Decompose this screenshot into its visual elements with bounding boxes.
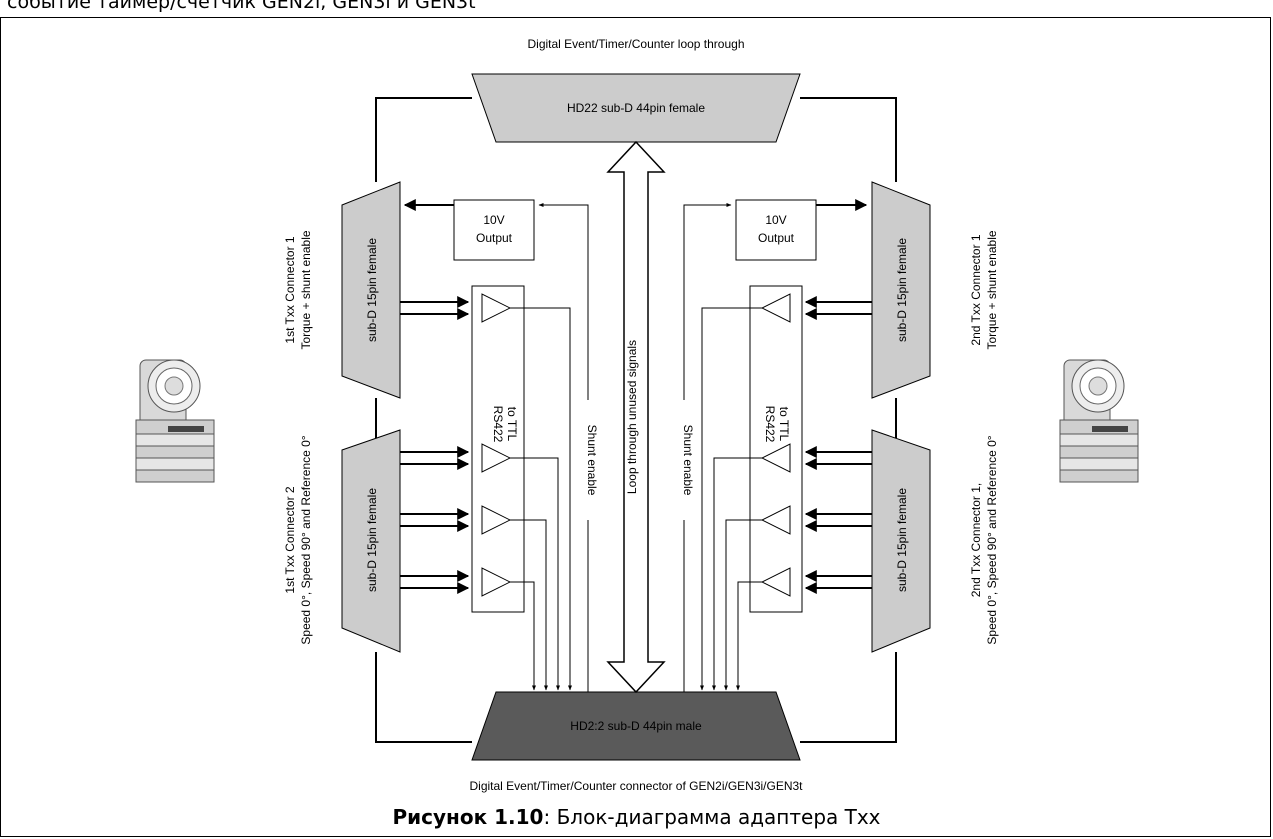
center-loop-label: Loop through unused signals	[625, 340, 639, 494]
right-bottom-loop-line	[800, 652, 897, 743]
right-rs422-converter	[749, 285, 803, 613]
left-upper-side-label-2: Torque + shunt enable	[299, 230, 313, 349]
right-upper-side-label-2: Torque + shunt enable	[985, 230, 999, 349]
right-upper-subd-connector	[871, 181, 931, 399]
right-buffer-3	[760, 505, 791, 535]
right-lower-connector-label: sub-D 15pin female	[895, 488, 909, 592]
left-buffer-2	[481, 443, 512, 473]
left-top-loop-line	[375, 97, 472, 182]
right-input-arrows	[804, 296, 872, 594]
right-lower-side-label-1: 2nd Txx Connector 1,	[969, 483, 983, 598]
top-connector-label: HD22 sub-D 44pin female	[567, 101, 705, 115]
left-upper-side-label-1: 1st Txx Connector 1	[283, 236, 297, 343]
left-transducer-image	[135, 359, 215, 483]
left-converter-line2: to TTL	[505, 407, 519, 442]
left-output-line2: Output	[476, 231, 513, 245]
right-buffer-1	[760, 293, 791, 323]
right-buffer-4	[760, 567, 791, 597]
top-diagram-caption: Digital Event/Timer/Counter loop through	[528, 37, 745, 51]
left-output-line1: 10V	[483, 213, 504, 227]
center-loop-arrow	[606, 140, 666, 694]
left-upper-subd-connector	[341, 181, 401, 399]
right-lower-subd-connector	[871, 429, 931, 653]
right-output-line2: Output	[758, 231, 795, 245]
figure-title: : Блок-диаграмма адаптера Txx	[543, 805, 881, 829]
right-top-loop-line	[800, 97, 897, 182]
bottom-male-connector	[471, 691, 801, 761]
left-10v-output-box	[453, 199, 535, 261]
figure-caption: Рисунок 1.10: Блок-диаграмма адаптера Tx…	[0, 805, 1273, 829]
left-lower-side-label-1: 1st Txx Connector 2	[283, 486, 297, 593]
page-top-text: событие таймер/счетчик GEN2i, GEN3i и GE…	[7, 0, 476, 13]
left-output-lines	[510, 307, 572, 691]
right-transducer-image	[1059, 359, 1139, 483]
right-converter-line2: to TTL	[777, 407, 791, 442]
left-lower-subd-connector	[341, 429, 401, 653]
left-shunt-label-bg	[580, 400, 596, 520]
right-output-line1: 10V	[765, 213, 786, 227]
right-lower-side-label-2: Speed 0°, Speed 90° and Reference 0°	[985, 435, 999, 644]
left-bottom-loop-line	[375, 652, 472, 743]
left-lower-side-label-2: Speed 0°, Speed 90° and Reference 0°	[299, 435, 313, 644]
right-upper-side-label-1: 2nd Txx Connector 1	[969, 234, 983, 346]
left-lower-connector-label: sub-D 15pin female	[365, 488, 379, 592]
left-buffer-4	[481, 567, 512, 597]
top-female-connector	[471, 73, 801, 143]
right-shunt-label: Shunt enable	[681, 425, 695, 496]
right-output-lines	[700, 307, 762, 691]
right-10v-output-box	[735, 199, 817, 261]
left-upper-connector-label: sub-D 15pin female	[365, 238, 379, 342]
left-rs422-converter	[471, 285, 525, 613]
left-buffer-1	[481, 293, 512, 323]
right-converter-line1: RS422	[763, 406, 777, 443]
bottom-connector-label: HD2:2 sub-D 44pin male	[570, 719, 702, 733]
bottom-diagram-caption: Digital Event/Timer/Counter connector of…	[469, 779, 803, 793]
right-shunt-label-bg	[676, 400, 692, 520]
figure-number: Рисунок 1.10	[392, 805, 544, 829]
left-buffer-3	[481, 505, 512, 535]
left-converter-line1: RS422	[491, 406, 505, 443]
right-buffer-2	[760, 443, 791, 473]
figure-frame	[0, 17, 1271, 837]
left-shunt-label: Shunt enable	[585, 425, 599, 496]
right-upper-connector-label: sub-D 15pin female	[895, 238, 909, 342]
left-input-arrows	[400, 296, 470, 594]
